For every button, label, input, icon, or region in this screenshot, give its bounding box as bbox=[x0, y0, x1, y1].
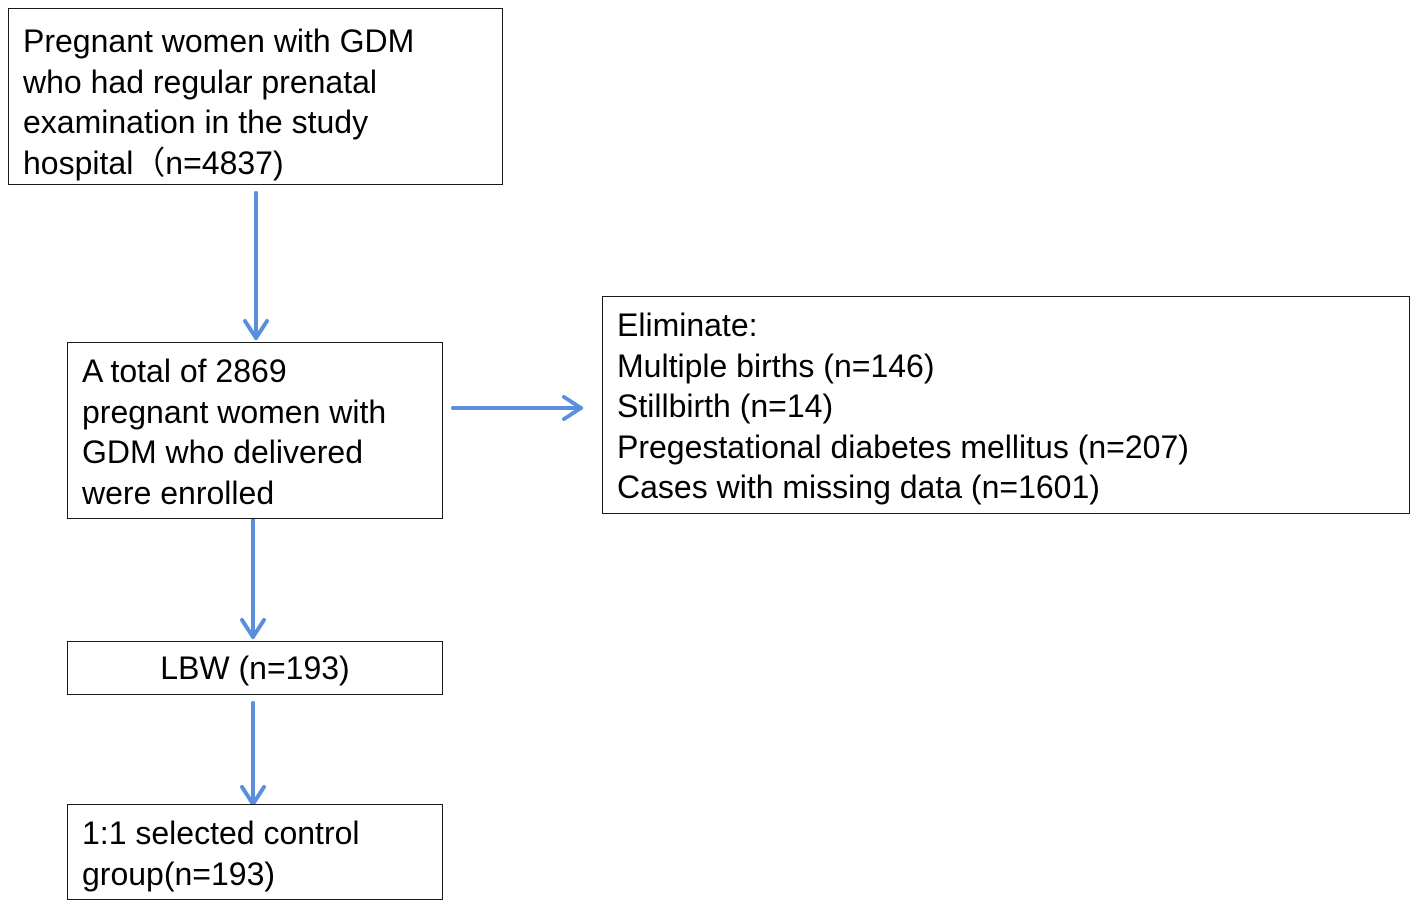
enrolled-line-1: A total of 2869 bbox=[82, 353, 287, 389]
source-population-box: Pregnant women with GDM who had regular … bbox=[8, 8, 503, 185]
arrow-enrolled-to-excluded bbox=[451, 395, 583, 421]
exclusion-pregestational-diabetes: Pregestational diabetes mellitus (n=207) bbox=[617, 428, 1189, 465]
enrolled-line-2: pregnant women with bbox=[82, 393, 387, 430]
exclusion-heading: Eliminate: bbox=[617, 307, 758, 343]
lbw-group-box: LBW (n=193) bbox=[67, 641, 443, 695]
exclusion-missing-data: Cases with missing data (n=1601) bbox=[617, 469, 1100, 505]
arrow-enrolled-to-lbw bbox=[240, 517, 266, 639]
source-line-3: examination in the study bbox=[23, 104, 369, 140]
enrolled-box: A total of 2869 pregnant women with GDM … bbox=[67, 342, 443, 519]
control-group-box: 1:1 selected control group(n=193) bbox=[67, 804, 443, 900]
source-line-2: who had regular prenatal bbox=[23, 63, 378, 100]
exclusion-stillbirth: Stillbirth (n=14) bbox=[617, 388, 834, 424]
lbw-label: LBW (n=193) bbox=[160, 649, 350, 686]
arrow-lbw-to-control bbox=[240, 701, 266, 806]
source-line-4: hospital（n=4837) bbox=[23, 144, 284, 181]
arrow-source-to-enrolled bbox=[243, 191, 269, 340]
control-line-1: 1:1 selected control bbox=[82, 815, 360, 851]
control-line-2: group(n=193) bbox=[82, 855, 276, 892]
exclusion-box: Eliminate: Multiple births (n=146) Still… bbox=[602, 296, 1410, 514]
enrolled-line-3: GDM who delivered bbox=[82, 434, 363, 470]
exclusion-multiple-births: Multiple births (n=146) bbox=[617, 347, 935, 384]
source-line-1: Pregnant women with GDM bbox=[23, 23, 415, 59]
enrolled-line-4: were enrolled bbox=[82, 474, 275, 511]
